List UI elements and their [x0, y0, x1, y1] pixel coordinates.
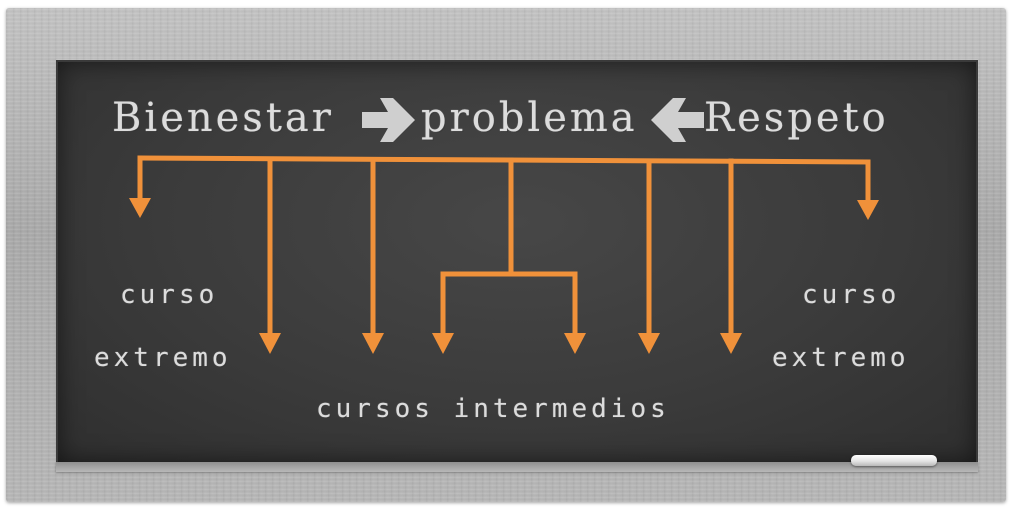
label-cursos-intermedios: cursos intermedios	[316, 394, 670, 424]
title-respeto: Respeto	[704, 95, 889, 141]
right-arrow-icon	[362, 98, 415, 142]
arrowhead-right-outer-icon	[857, 200, 879, 220]
left-arrow-icon	[651, 98, 704, 142]
connector-lines	[137, 155, 871, 338]
arrowhead-7-icon	[720, 333, 742, 354]
connector-arrowheads	[129, 198, 879, 354]
arrowhead-sub-right-icon	[564, 333, 586, 354]
chalkboard	[56, 60, 978, 464]
title-bienestar: Bienestar	[112, 95, 334, 141]
arrowhead-6-icon	[638, 333, 660, 354]
label-left-curso: curso	[120, 280, 219, 310]
chalk-tray	[56, 462, 978, 472]
label-left-extremo: extremo	[94, 343, 232, 373]
arrowhead-sub-left-icon	[432, 333, 454, 354]
main-bar-line	[137, 155, 871, 165]
arrowhead-3-icon	[362, 333, 384, 354]
chalk-stick	[851, 455, 937, 466]
label-right-curso: curso	[802, 280, 901, 310]
title-problema: problema	[421, 95, 638, 141]
label-right-extremo: extremo	[772, 343, 910, 373]
arrowhead-2-icon	[259, 333, 281, 354]
arrowhead-left-outer-icon	[129, 198, 151, 218]
